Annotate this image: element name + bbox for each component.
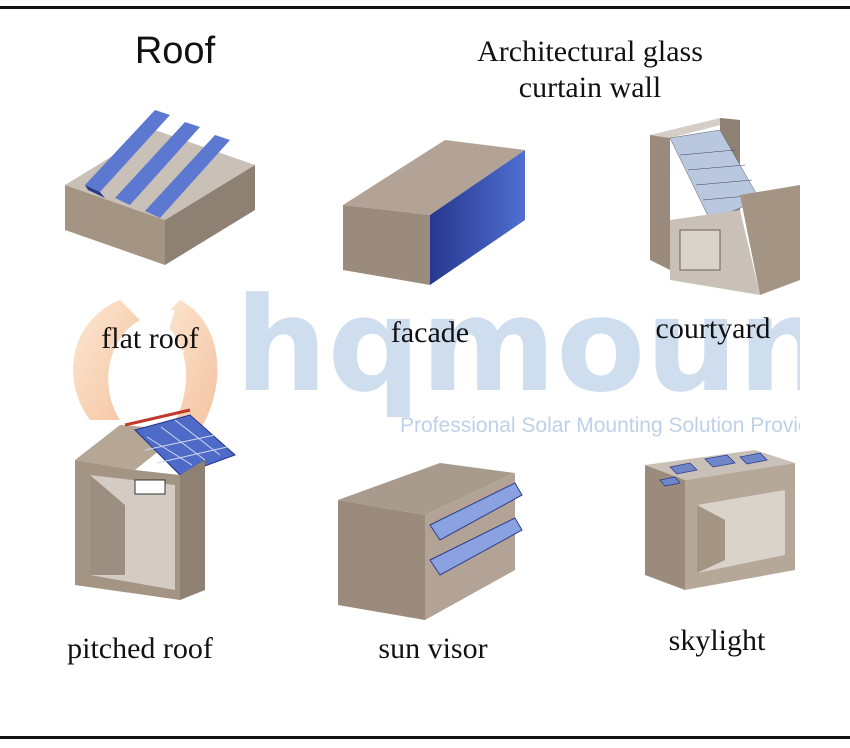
- glass-curtain-wall-heading: Architectural glass curtain wall: [420, 34, 760, 106]
- sun-visor-illustration: [338, 463, 523, 620]
- skylight-illustration: [645, 450, 795, 590]
- glass-heading-line1: Architectural glass: [477, 35, 703, 68]
- courtyard-illustration: [650, 118, 800, 295]
- watermark-tagline: Professional Solar Mounting Solution Pro…: [400, 414, 800, 437]
- bottom-border-line: [0, 736, 850, 739]
- hqmount-watermark: hqmount Professional Solar Mounting Solu…: [73, 280, 800, 437]
- top-border-line: [0, 6, 850, 9]
- flat-roof-illustration: [65, 110, 255, 265]
- facade-illustration: [343, 140, 525, 285]
- glass-heading-line2: curtain wall: [518, 71, 662, 104]
- pitched-roof-illustration: [75, 408, 236, 600]
- roof-heading: Roof: [134, 30, 216, 72]
- skylight-caption: skylight: [668, 624, 766, 657]
- sun-visor-caption: sun visor: [378, 632, 488, 665]
- flat-roof-caption: flat roof: [101, 322, 199, 355]
- courtyard-caption: courtyard: [655, 312, 771, 345]
- facade-caption: facade: [390, 316, 470, 349]
- pitched-roof-caption: pitched roof: [67, 632, 213, 665]
- watermark-brand: hqmount: [235, 280, 800, 421]
- sun-logo-icon: [73, 300, 218, 430]
